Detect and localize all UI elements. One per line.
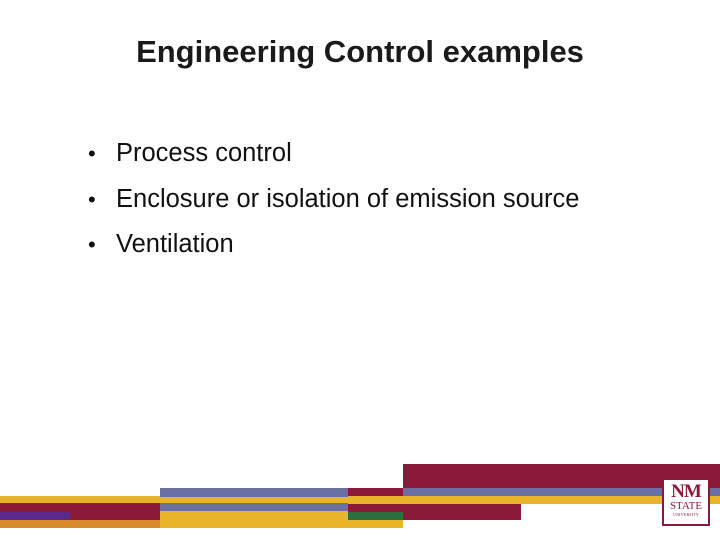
stripe-crimson-left [0, 503, 160, 512]
stripe-orange [0, 520, 160, 528]
bullet-text: Enclosure or isolation of emission sourc… [116, 184, 580, 213]
stripe-green [348, 512, 403, 520]
stripe-purple [0, 512, 70, 520]
stripe-crimson-mid [348, 488, 403, 496]
nmsu-logo: NM STATE UNIVERSITY [662, 478, 710, 526]
slide-title: Engineering Control examples [136, 34, 584, 69]
stripe-gold-3 [160, 519, 348, 528]
logo-nm-text: NM [671, 481, 702, 502]
stripe-crimson-left-2 [70, 512, 160, 520]
bullet-list: • Process control • Enclosure or isolati… [88, 131, 579, 268]
stripe-gold-top-left [0, 496, 160, 503]
bullet-icon: • [88, 141, 96, 166]
stripe-slate-blue-2 [160, 503, 348, 511]
bullet-item: • Ventilation [88, 222, 579, 268]
logo-university-text: UNIVERSITY [673, 512, 699, 517]
stripe-slate-blue-right [403, 488, 720, 496]
stripe-slate-blue [160, 488, 348, 497]
bullet-item: • Enclosure or isolation of emission sou… [88, 177, 579, 223]
stripe-gold-2 [160, 511, 348, 519]
bullet-text: Ventilation [116, 230, 234, 258]
stripe-gold [160, 497, 348, 503]
stripe-gold-mid [348, 496, 403, 504]
stripe-crimson-mid-2 [348, 504, 403, 512]
stripe-crimson-right-2 [403, 504, 521, 520]
logo-state-text: STATE [669, 500, 703, 512]
stripe-gold-4 [348, 520, 403, 528]
bullet-icon: • [88, 186, 96, 212]
bullet-text: Process control [116, 139, 292, 167]
bullet-item: • Process control [88, 131, 579, 177]
stripe-gold-right [403, 496, 720, 504]
bullet-icon: • [88, 232, 96, 257]
